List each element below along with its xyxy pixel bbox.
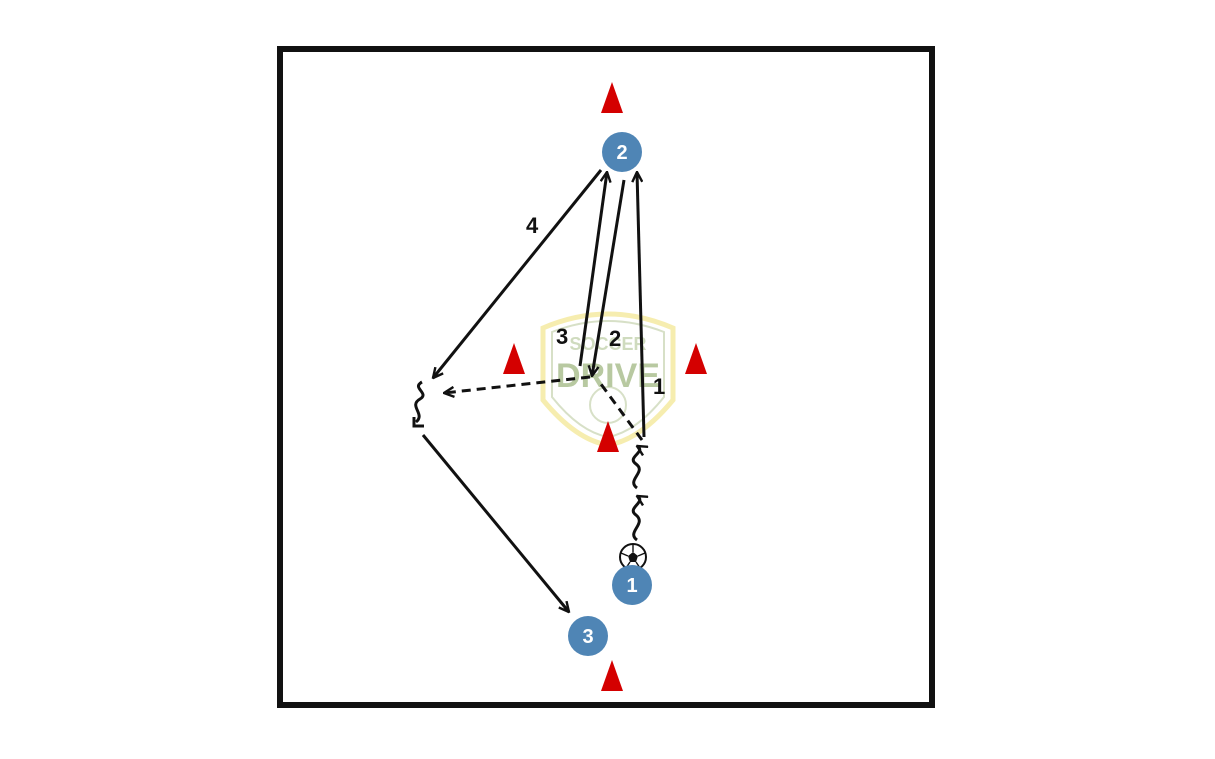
pass-arrow-3 [578, 172, 607, 367]
step-label-4: 4 [526, 213, 539, 238]
step-label-1: 1 [653, 374, 665, 399]
dribble-path-left [444, 375, 591, 393]
dribble-squiggle [631, 496, 640, 542]
cones-group [503, 82, 707, 691]
pass-arrow-final [421, 434, 569, 612]
movement-arrows [412, 169, 646, 612]
step-label-2: 2 [609, 326, 621, 351]
player-3-number: 3 [582, 626, 593, 648]
pass-arrow-4 [433, 169, 603, 378]
cone-icon [685, 343, 707, 374]
dribble-corner [412, 417, 424, 428]
step-label-3: 3 [556, 324, 568, 349]
player-1: 1 [612, 565, 652, 605]
cone-icon [601, 660, 623, 691]
cone-icon [601, 82, 623, 113]
dribble-squiggle [631, 446, 640, 490]
dribble-squiggle [414, 380, 425, 424]
player-3: 3 [568, 616, 608, 656]
cone-icon [503, 343, 525, 374]
player-2-number: 2 [616, 142, 627, 164]
player-1-number: 1 [626, 575, 637, 597]
cone-icon [597, 421, 619, 452]
player-2: 2 [602, 132, 642, 172]
step-labels: 1 2 3 4 [526, 213, 665, 399]
pass-arrow-2 [592, 179, 626, 376]
dribble-path-diagonal [596, 379, 644, 441]
run-arrow-1 [637, 172, 646, 438]
watermark-line2: DRIVE [556, 357, 660, 395]
soccer-ball-icon [619, 543, 647, 571]
watermark-line1: SOCCER [569, 334, 646, 354]
